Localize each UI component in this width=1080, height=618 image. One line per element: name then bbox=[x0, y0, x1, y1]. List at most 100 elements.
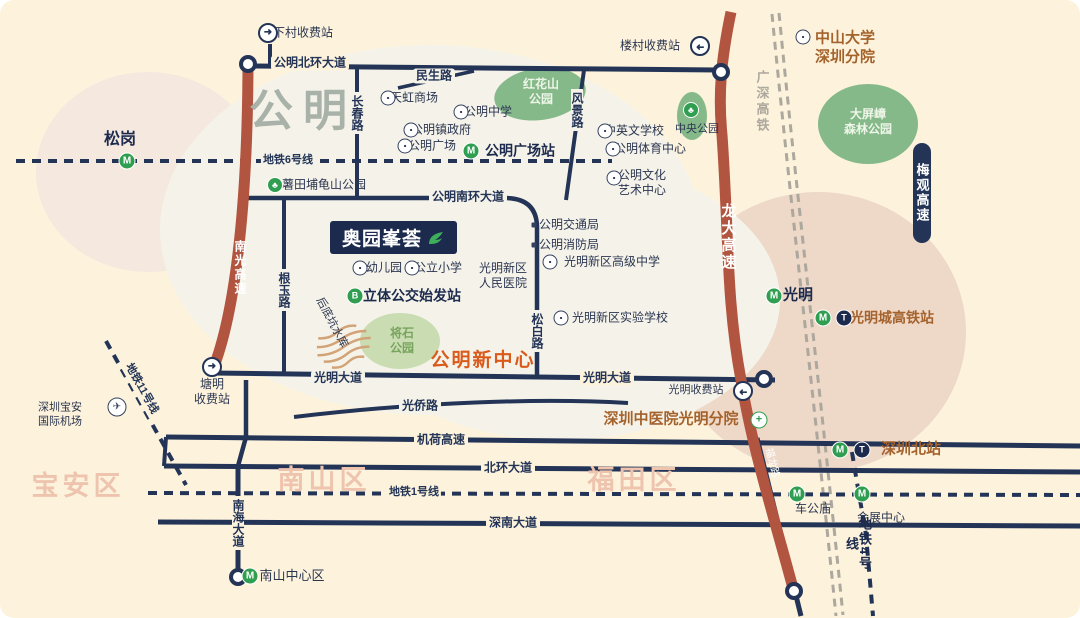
zhongshan-univ-icon: ▪ bbox=[795, 29, 811, 45]
kindergarten-label: 幼儿园 bbox=[365, 260, 403, 275]
guangming-toll-label: 光明收费站 bbox=[668, 384, 724, 397]
shenzhen-north-station-label: 深圳北站 bbox=[880, 440, 942, 458]
shutianpu-park-label: 薯田埔龟山公园 bbox=[281, 177, 367, 192]
gongming-traffic-bureau-label: 公明交通局 bbox=[538, 217, 600, 232]
gongming-square-station-label: 公明广场站 bbox=[485, 142, 555, 159]
road-meiguan-label: 梅观高速 bbox=[914, 163, 930, 223]
jiangshi-park-label: 将石 公园 bbox=[389, 326, 415, 355]
road-guangming-avenue bbox=[212, 370, 776, 383]
loucun-toll-icon: ➜ bbox=[690, 36, 710, 56]
rail-guangshen-2 bbox=[777, 12, 845, 616]
gaoji-middle-school-icon-glyph: ▪ bbox=[548, 257, 552, 266]
road-changchun-label: 长春路 bbox=[350, 92, 364, 134]
metro6-label: 地铁6号线 bbox=[260, 154, 316, 168]
shenzhen-north-rail-icon-glyph: T bbox=[859, 444, 865, 455]
nanshan-district-label: 南山区 bbox=[277, 465, 371, 496]
guangming-toll-icon: ➜ bbox=[733, 381, 753, 401]
road-gongming-north-ring-label: 公明北环大道 bbox=[270, 55, 350, 71]
gongming-square-icon-glyph: ▪ bbox=[403, 141, 407, 150]
central-park-label: 中央公园 bbox=[675, 123, 719, 136]
gongming-new-center-label: 公明新中心 bbox=[430, 350, 536, 372]
xiacun-toll-icon: ➜ bbox=[258, 23, 278, 43]
highway-nanguang bbox=[207, 56, 254, 372]
zhongshan-univ-icon-glyph: ▪ bbox=[801, 32, 805, 41]
road-jihe-label: 机荷高速 bbox=[413, 432, 469, 448]
shiyan-school-label: 光明新区实验学校 bbox=[571, 310, 669, 325]
road-fengjing-label: 风景路 bbox=[570, 89, 584, 131]
baoan-district-label: 宝安区 bbox=[31, 471, 125, 502]
shutianpu-park-icon-glyph: ♣ bbox=[272, 179, 278, 190]
zhongyi-hospital-icon: + bbox=[750, 411, 768, 429]
guangming-toll-icon-glyph: ➜ bbox=[738, 386, 748, 397]
tangming-toll-icon-glyph: ➜ bbox=[207, 361, 217, 372]
gongming-gov-icon-glyph: ▪ bbox=[409, 125, 413, 134]
zhongshan-univ-label: 中山大学 深圳分院 bbox=[814, 29, 876, 65]
park-honghuashan bbox=[494, 67, 586, 121]
gaoji-middle-school-icon: ▪ bbox=[542, 254, 558, 270]
kindergarten-icon: ▪ bbox=[352, 260, 368, 276]
road-guangming-ave-east-label: 光明大道 bbox=[579, 370, 635, 386]
guangmingcheng-metro-icon-glyph: M bbox=[818, 312, 828, 323]
gongming-square-station-metro-icon-glyph: M bbox=[466, 145, 476, 156]
zhongyi-hospital-label: 深圳中医院光明分院 bbox=[603, 410, 739, 428]
gongming-gov-label: 公明镇政府 bbox=[410, 122, 472, 137]
road-jihe-expressway bbox=[165, 434, 1080, 449]
park-daping-forest bbox=[818, 84, 918, 164]
road-shennan-label: 深南大道 bbox=[485, 515, 541, 531]
xiacun-toll-label: 下村收费站 bbox=[272, 25, 334, 40]
shenzhen-north-rail-icon: T bbox=[853, 441, 871, 459]
rail-guangshen-1 bbox=[770, 13, 838, 617]
road-songbai-label: 松白路 bbox=[530, 310, 544, 352]
loucun-toll-label: 楼村收费站 bbox=[619, 38, 681, 53]
road-guangqiao-label: 光侨路 bbox=[398, 398, 442, 414]
convention-center-metro-icon-glyph: M bbox=[857, 488, 867, 499]
metro-line-1 bbox=[147, 491, 1080, 497]
shenzhen-north-metro-icon-glyph: M bbox=[835, 444, 845, 455]
guangmingcheng-rail-icon-glyph: T bbox=[841, 312, 847, 323]
project-logo-box: 奥园峯荟 bbox=[330, 221, 457, 254]
bus-terminal-icon: B bbox=[346, 287, 364, 305]
airport-label: 深圳宝安 国际机场 bbox=[38, 401, 82, 427]
gongming-sports-icon-glyph: ▪ bbox=[611, 144, 615, 153]
airport-plane-icon-glyph: ✈ bbox=[112, 401, 122, 412]
road-guangqiao bbox=[293, 398, 629, 419]
sino-english-school-icon-glyph: ▪ bbox=[603, 126, 607, 135]
daping-forest-park-label: 大屏嶂 森林公园 bbox=[843, 107, 893, 136]
chegongmiao-label: 车公庙 bbox=[794, 501, 832, 516]
rail-guangshen-label: 广深高铁 bbox=[754, 70, 770, 134]
traffic-bureau-dot-icon bbox=[531, 222, 537, 228]
shenzhen-north-metro-icon: M bbox=[831, 441, 849, 459]
xiacun-toll-icon-glyph: ➜ bbox=[263, 27, 273, 38]
nanshan-center-metro-icon-glyph: M bbox=[245, 570, 255, 581]
chegongmiao-metro-icon: M bbox=[788, 485, 806, 503]
guangming-metro-icon: M bbox=[765, 287, 783, 305]
road-junction-nodes bbox=[229, 55, 803, 600]
gongming-square-icon: ▪ bbox=[397, 138, 413, 154]
shiyan-school-icon-glyph: ▪ bbox=[559, 313, 563, 322]
gongming-gov-icon: ▪ bbox=[403, 122, 419, 138]
tianhong-mall-label: 天虹商场 bbox=[389, 90, 439, 105]
sino-english-school-label: 中英文学校 bbox=[603, 123, 665, 138]
primary-school-icon-glyph: ▪ bbox=[410, 263, 414, 272]
gongming-middle-school-icon-glyph: ▪ bbox=[459, 107, 463, 116]
gongming-middle-school-icon: ▪ bbox=[453, 104, 469, 120]
gongming-square-label: 公明广场 bbox=[407, 138, 457, 153]
project-logo-text: 奥园峯荟 bbox=[341, 229, 422, 250]
park-jiangshi bbox=[360, 313, 440, 369]
songgang-metro-icon-glyph: M bbox=[122, 155, 132, 166]
guangming-metro-icon-glyph: M bbox=[769, 290, 779, 301]
songgang-metro-icon: M bbox=[118, 152, 136, 170]
chegongmiao-metro-icon-glyph: M bbox=[792, 488, 802, 499]
road-nanhai-label: 南海大道 bbox=[231, 496, 245, 550]
guangmingcheng-metro-icon: M bbox=[814, 309, 832, 327]
shutianpu-park-icon: ♣ bbox=[267, 177, 283, 193]
gongming-fire-bureau-label: 公明消防局 bbox=[538, 237, 600, 252]
road-genyu-label: 根玉路 bbox=[277, 269, 291, 311]
bus-terminal-icon-glyph: B bbox=[351, 290, 359, 301]
guangming-label: 光明 bbox=[782, 286, 814, 304]
fire-bureau-dot-icon bbox=[531, 242, 537, 248]
metro4-label: 地铁4号线 bbox=[844, 516, 872, 572]
road-gongming-south-ring-label: 公明南环大道 bbox=[428, 189, 508, 205]
road-minsheng-label: 民生路 bbox=[412, 68, 456, 84]
